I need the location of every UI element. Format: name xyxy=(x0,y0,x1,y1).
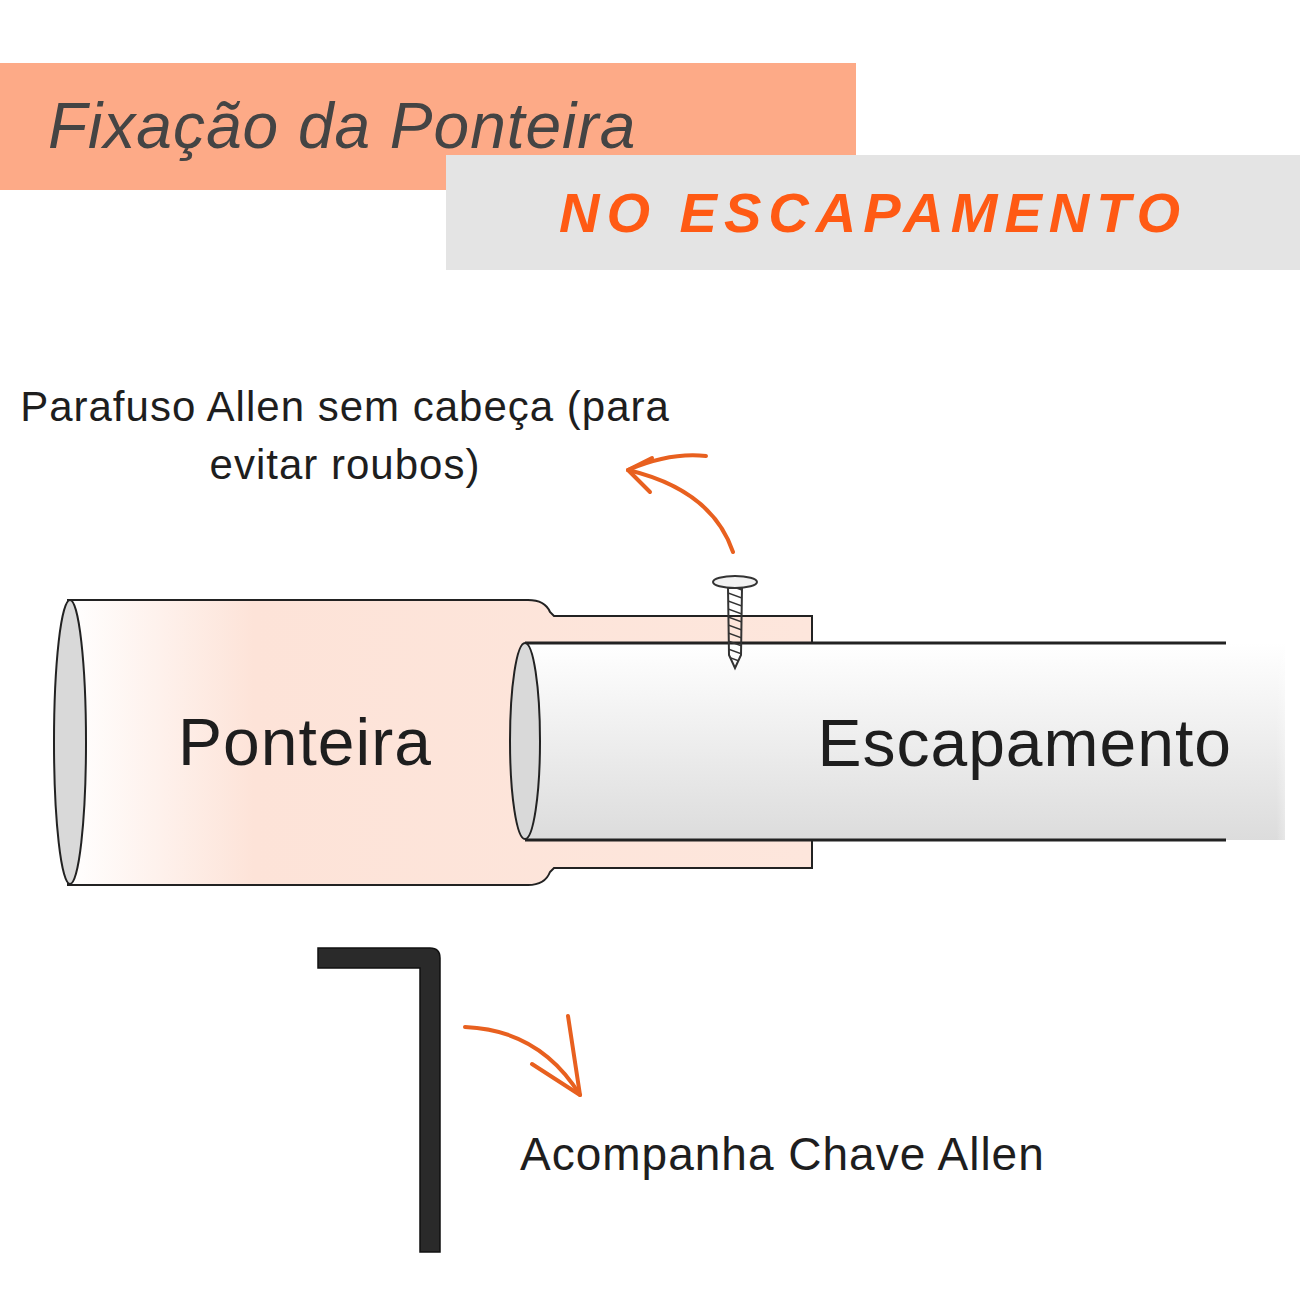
key-label: Acompanha Chave Allen xyxy=(520,1122,1160,1186)
allen-key xyxy=(318,948,440,1252)
leader-arrow xyxy=(628,455,733,552)
tip-opening xyxy=(54,600,86,884)
allen-screw xyxy=(713,576,757,668)
node-text: Escapamento xyxy=(817,705,1232,781)
subtitle: NO ESCAPAMENTO xyxy=(446,155,1300,270)
leader-arrow xyxy=(465,1016,580,1095)
pipe-edge xyxy=(525,642,1226,645)
tip-region: Ponteira xyxy=(100,612,510,872)
screw-label: Parafuso Allen sem cabeça (para evitar r… xyxy=(20,378,670,494)
node-text: Ponteira xyxy=(178,704,432,780)
pipe-region: Escapamento xyxy=(560,650,1232,835)
subtitle-band xyxy=(446,155,1300,270)
title: Fixação da Ponteira xyxy=(48,70,848,182)
pipe-opening xyxy=(510,643,540,839)
pipe-edge xyxy=(525,839,1226,842)
